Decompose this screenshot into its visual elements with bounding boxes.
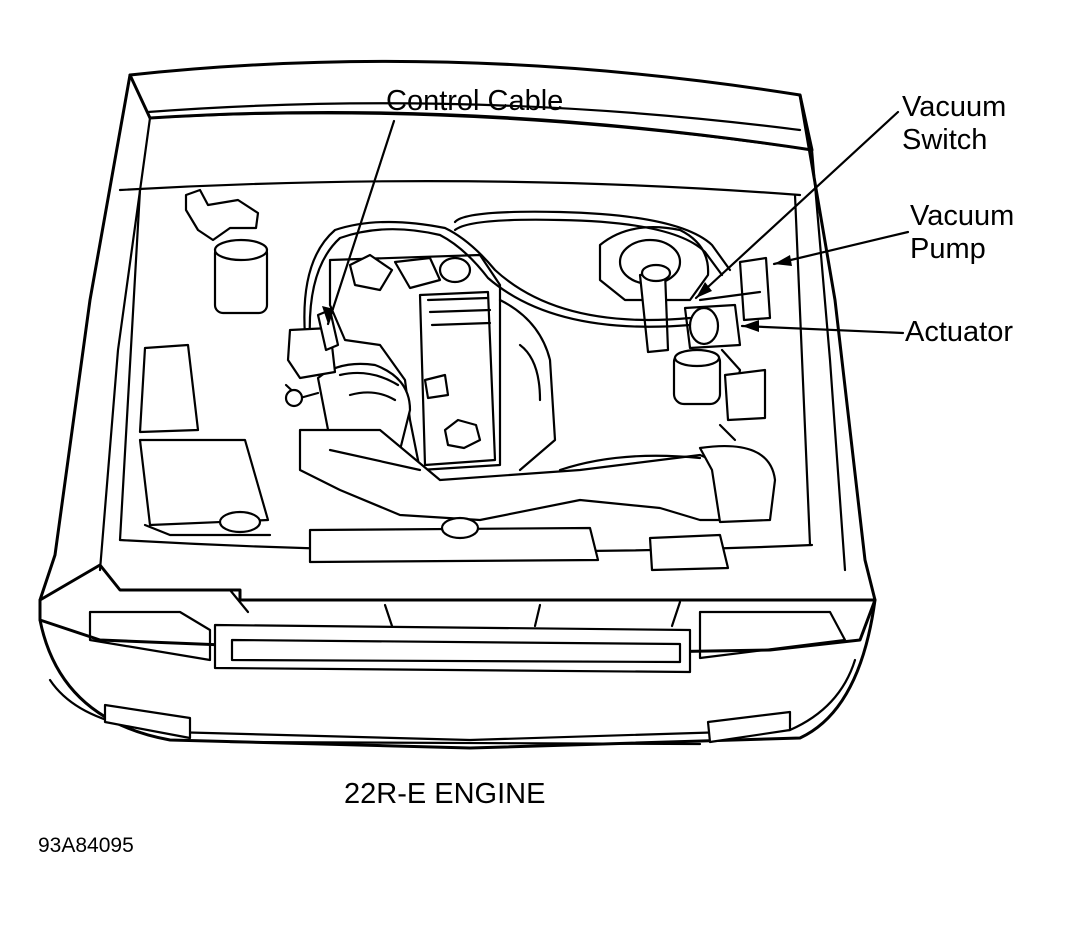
label-actuator: Actuator <box>905 316 1013 348</box>
label-vacuum-switch-line2: Switch <box>902 124 988 156</box>
front-end <box>38 563 877 750</box>
actuator-leader <box>740 324 905 335</box>
right-components <box>598 226 772 442</box>
throttle-linkage <box>284 308 340 408</box>
label-vacuum-pump-line2: Pump <box>910 233 986 265</box>
label-vacuum-switch-line1: Vacuum <box>902 91 1007 123</box>
vacuum-switch-arrow-head <box>696 282 712 298</box>
left-components <box>138 188 272 537</box>
label-vacuum-pump-line1: Vacuum <box>910 200 1015 232</box>
intake-pipes <box>298 428 777 572</box>
figure-caption: 22R-E ENGINE <box>344 778 546 810</box>
leader-lines <box>322 110 910 335</box>
vacuum-pump-arrow-head <box>774 255 792 266</box>
vacuum-switch-leader <box>694 110 900 300</box>
actuator-arrow-head <box>742 320 759 332</box>
body-outline <box>38 73 877 602</box>
vacuum-pump-leader <box>772 230 910 266</box>
figure-id: 93A84095 <box>38 834 134 857</box>
throttle-cables <box>303 210 732 342</box>
control-cable-leader <box>326 119 396 326</box>
label-control-cable: Control Cable <box>386 85 564 117</box>
control-cable-arrow-head <box>322 306 334 324</box>
